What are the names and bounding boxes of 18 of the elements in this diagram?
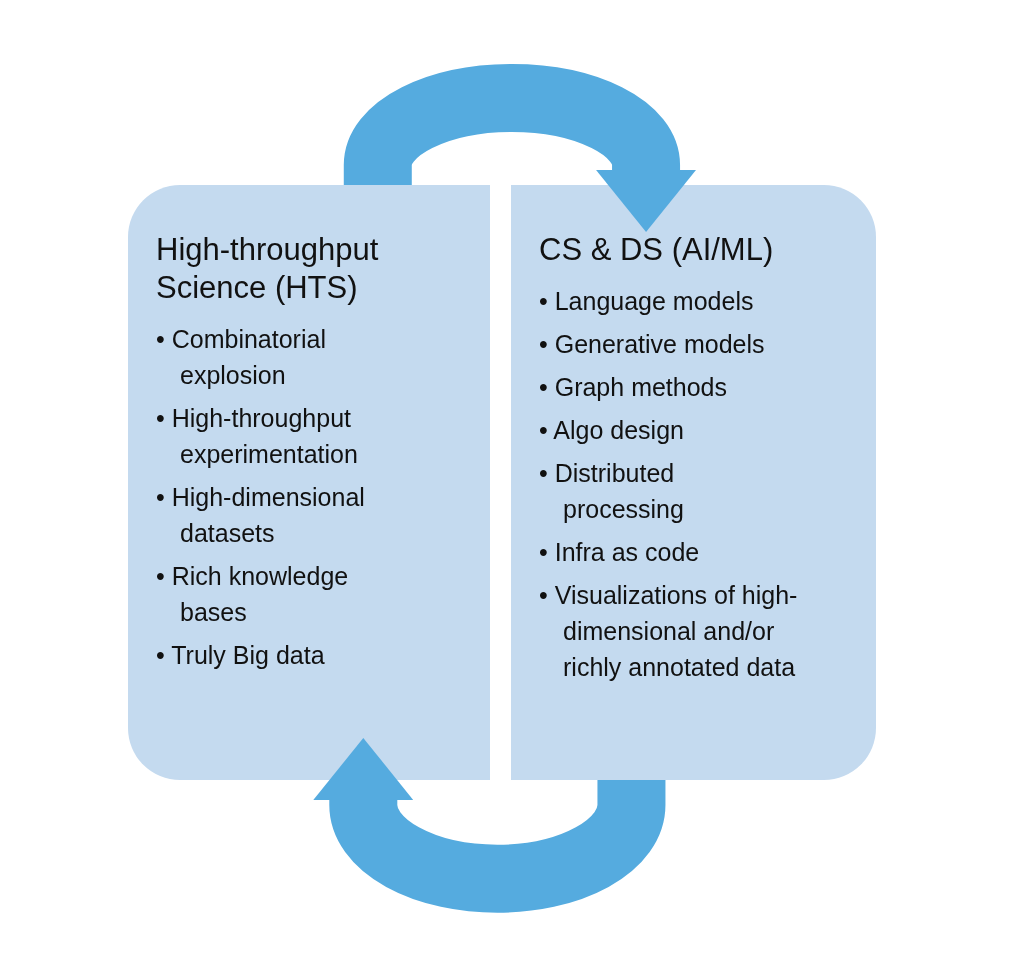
bullet-item: • Combinatorial explosion	[156, 324, 327, 391]
panel	[128, 185, 490, 780]
bullet-item: • Generative models	[539, 329, 766, 360]
bullet-item: • Infra as code	[539, 537, 701, 568]
bullet-item: • Visualizations of high-dimensional and/or richly annotated data	[539, 580, 799, 683]
bullet-item: • Language models	[539, 286, 755, 317]
bullet-item: • Rich knowledge bases	[156, 561, 350, 628]
bullet-item: • Truly Big data	[156, 640, 326, 671]
bullet-item: • Distributed processing	[539, 458, 685, 525]
curved-arrow	[343, 64, 697, 232]
bullet-item: • Algo design	[539, 415, 685, 446]
bullet-item: • High-throughput experimentation	[156, 403, 359, 470]
panel	[511, 185, 876, 780]
bullet-item: • Graph methods	[539, 372, 728, 403]
bullet-item: • High-dimensional datasets	[156, 482, 366, 549]
curved-arrow	[313, 738, 666, 913]
panel-heading: High-throughput Science (HTS)	[156, 231, 380, 307]
panel-heading: CS & DS (AI/ML)	[539, 231, 775, 269]
